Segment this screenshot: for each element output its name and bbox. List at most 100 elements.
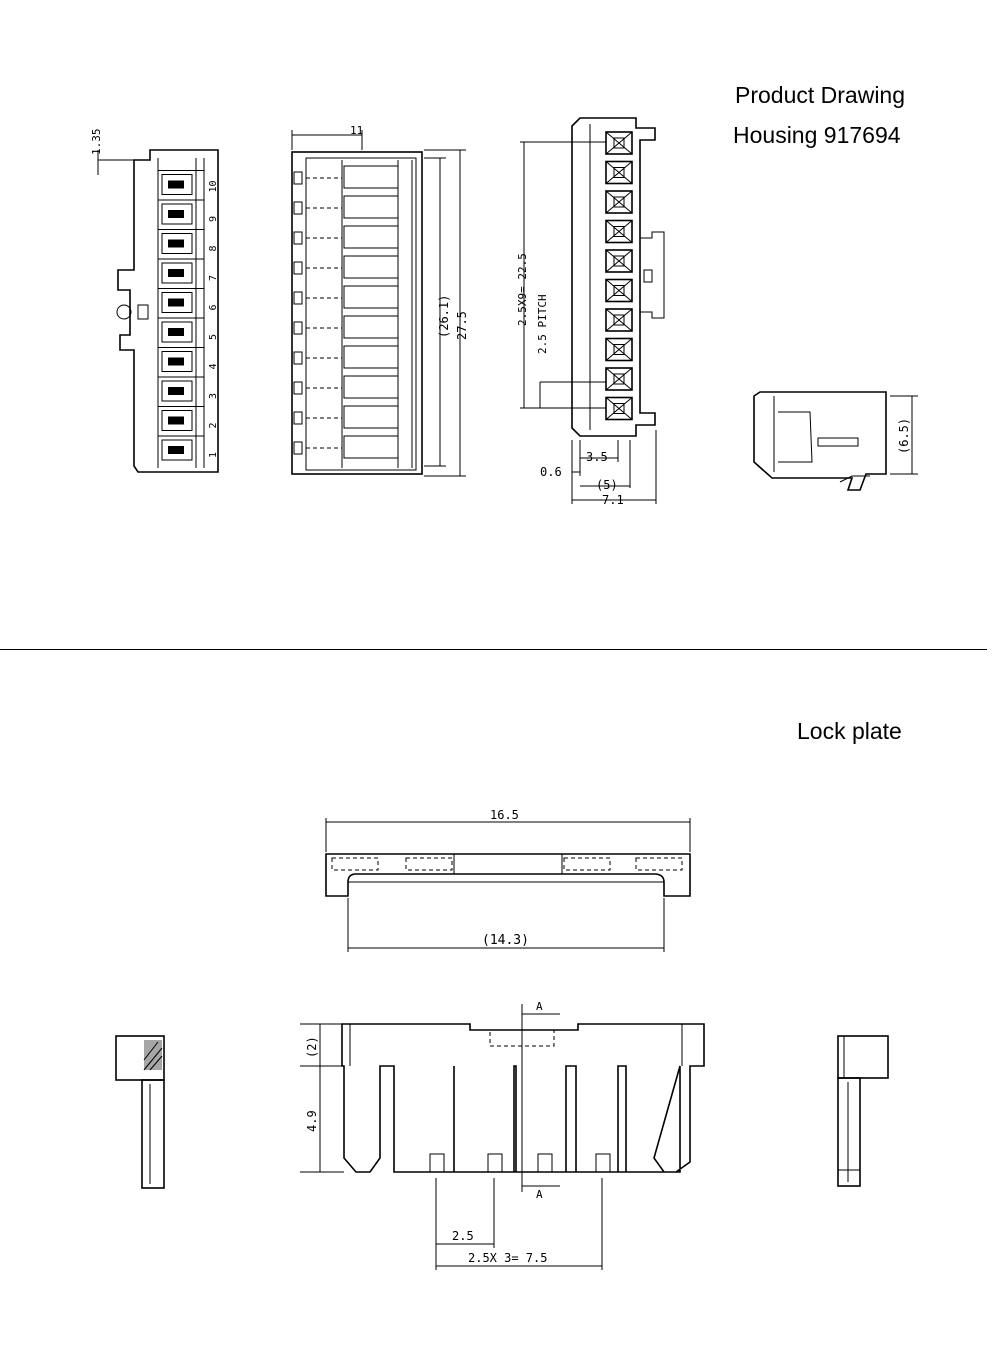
pin-cavity [161, 351, 193, 372]
pin-cavity [161, 292, 193, 313]
side-rib [343, 405, 399, 429]
pin-contact [168, 416, 184, 425]
side-rib [343, 195, 399, 219]
terminal-cell [605, 131, 633, 155]
dim-lock-height: 4.9 [305, 1110, 319, 1132]
side-rib [343, 435, 399, 459]
dim-lock-pitch-total: 2.5X 3= 7.5 [468, 1251, 547, 1265]
cell-core [613, 137, 625, 149]
cell-frame [605, 308, 633, 332]
terminal-cell [605, 278, 633, 303]
dim-top-offset: 1.35 [90, 129, 103, 156]
section-mark-bottom: A [536, 1188, 543, 1201]
pin-number: 6 [208, 304, 219, 310]
terminal-cell [605, 190, 633, 214]
cell-core [613, 226, 625, 237]
dim-wall: 0.6 [540, 465, 562, 479]
side-rib [343, 165, 399, 189]
pin-cavity [161, 233, 193, 254]
dim-width: 11 [350, 124, 363, 137]
lock-plate-front-view: A A (2) 4.9 2.5 2.5X 3= 7.5 [300, 1000, 705, 1270]
lock-plate-right-view [837, 1035, 889, 1187]
dim-lock-top-height: (2) [305, 1036, 319, 1058]
cell-cross [605, 338, 633, 361]
side-rib [343, 375, 399, 399]
cell-frame [605, 337, 633, 362]
terminal-cell [605, 367, 633, 391]
side-notch [293, 381, 303, 395]
pin-cavity [161, 380, 193, 402]
lock-plate-title: Lock plate [797, 718, 902, 744]
dim-depth: 3.5 [586, 450, 608, 464]
pin-number: 1 [208, 452, 219, 458]
housing-side-view: 11 (26.1) 27.5 [291, 124, 469, 477]
cell-cross [605, 308, 633, 332]
terminal-cell [605, 219, 633, 244]
pin-cavity [161, 203, 193, 225]
dim-lock-length: 16.5 [490, 808, 519, 822]
dim-lock-inner-length: (14.3) [482, 933, 529, 948]
pin-number: 8 [208, 245, 219, 251]
dim-lock-pitch: 2.5 [452, 1229, 474, 1243]
side-notch [293, 321, 303, 335]
comb-tab [487, 1153, 503, 1173]
pin-cavity [161, 410, 193, 431]
pin-cavity [161, 321, 193, 343]
pin-contact [168, 446, 184, 454]
side-notch [293, 261, 303, 275]
comb-tab [537, 1153, 553, 1173]
side-notch [293, 201, 303, 215]
cell-frame [605, 219, 633, 244]
cell-frame [605, 278, 633, 303]
cell-core [613, 255, 625, 267]
side-rib [343, 315, 399, 339]
terminal-cell [605, 308, 633, 332]
drawing-subtitle: Housing 917694 [733, 122, 901, 148]
housing-end-view: (6.5) [753, 391, 918, 491]
cell-core [613, 403, 625, 414]
pin-cavity [161, 174, 193, 195]
side-rib [343, 345, 399, 369]
pin-contact [168, 180, 184, 189]
cell-core [613, 196, 625, 208]
cell-cross [605, 161, 633, 184]
cell-cross [605, 249, 633, 273]
section-mark-top: A [536, 1000, 543, 1013]
cell-core [613, 373, 625, 385]
side-notch [293, 411, 303, 425]
side-notch [293, 231, 303, 245]
pin-contact [168, 239, 184, 248]
pin-number: 7 [208, 275, 219, 281]
side-notch [293, 441, 303, 455]
dim-inner-width: (5) [596, 478, 618, 492]
cell-core [613, 344, 625, 355]
cell-cross [605, 279, 633, 302]
pin-contact [168, 298, 184, 307]
cell-core [613, 167, 625, 178]
side-notch [293, 291, 303, 305]
dim-side-height: (6.5) [897, 418, 911, 454]
pin-number: 9 [208, 216, 219, 222]
lock-plate-left-view [115, 1035, 165, 1189]
terminal-cell [605, 337, 633, 362]
drawing-title: Product Drawing [735, 82, 906, 108]
pin-number: 2 [208, 422, 219, 428]
cell-frame [605, 367, 633, 391]
pin-contact [168, 357, 184, 366]
cell-cross [605, 131, 633, 155]
dim-pitch-total: 2.5X9= 22.5 [516, 253, 529, 326]
section-divider [0, 649, 987, 650]
pin-number: 4 [208, 363, 219, 369]
pin-contact [168, 387, 184, 395]
dim-inner-length: (26.1) [437, 295, 451, 338]
cell-cross [605, 397, 633, 420]
pin-cavity [161, 262, 193, 284]
terminal-cell [605, 160, 633, 185]
cell-cross [605, 220, 633, 243]
cell-frame [605, 190, 633, 214]
lock-plate-top-view: 16.5 (14.3) [325, 808, 691, 952]
side-rib [343, 285, 399, 309]
side-rib [343, 255, 399, 279]
